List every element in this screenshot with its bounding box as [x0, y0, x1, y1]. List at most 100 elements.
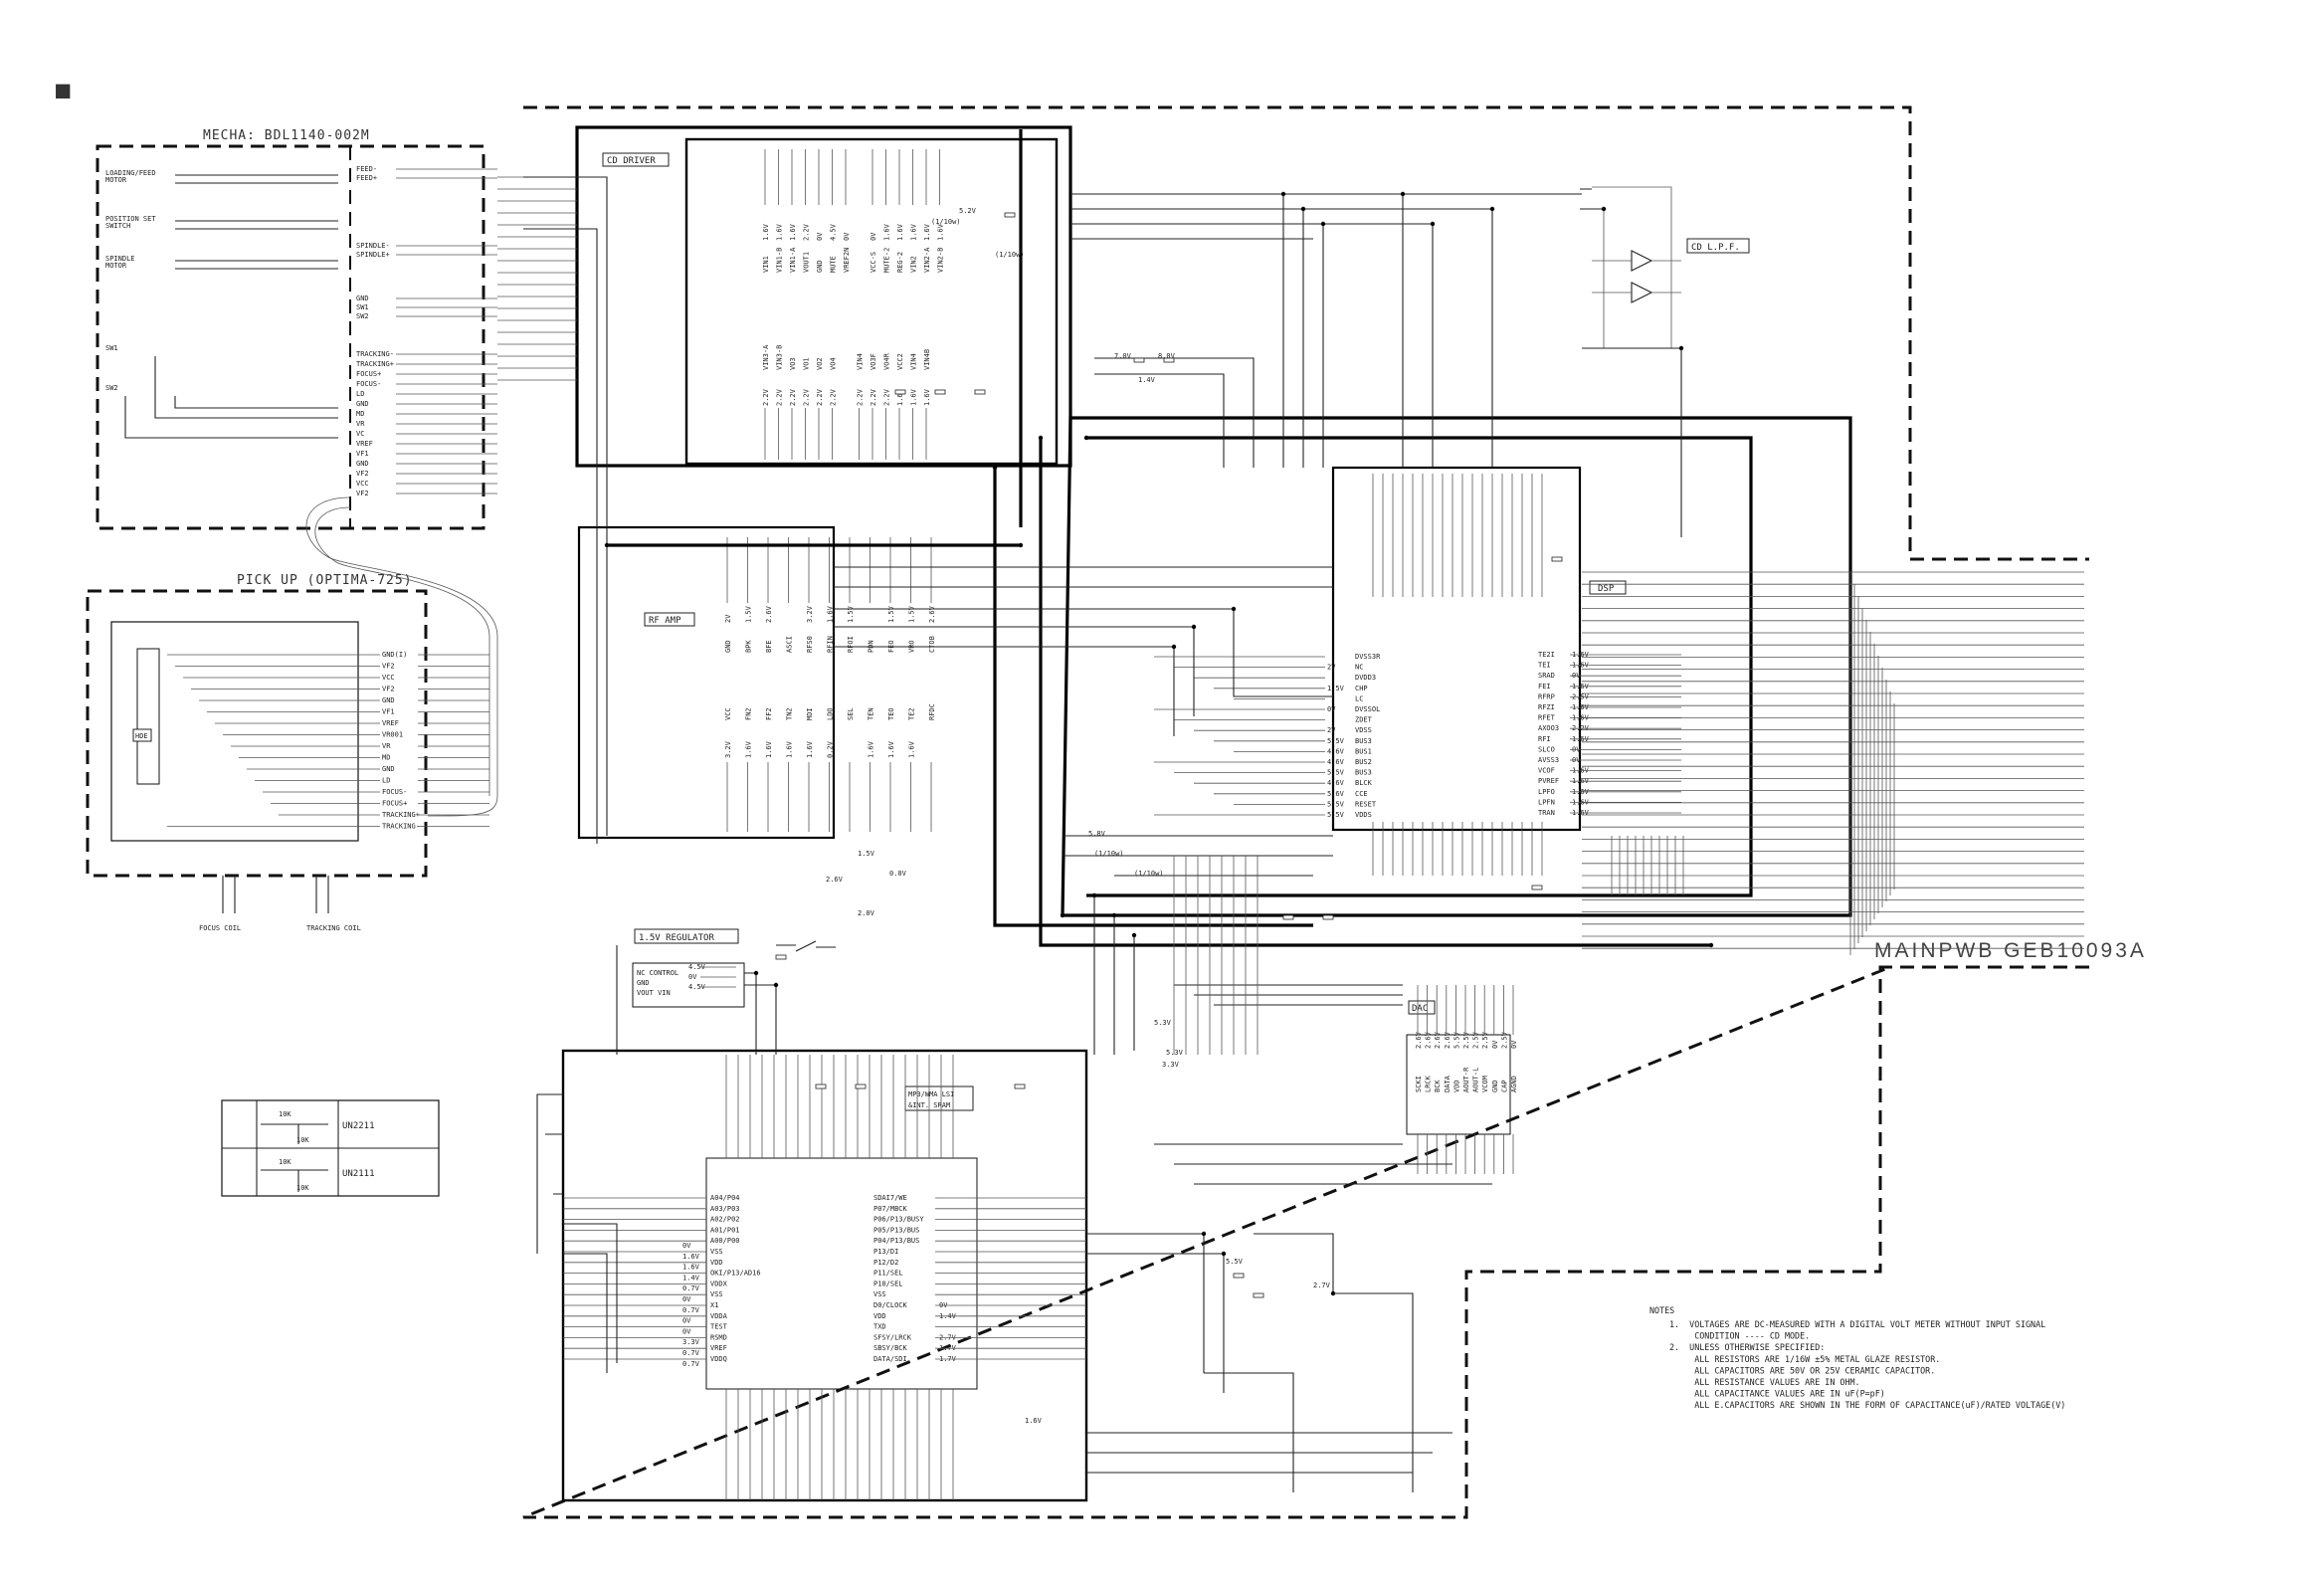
mecha-title: MECHA: BDL1140-002M	[203, 128, 370, 143]
dsp-l-v-5: 0V	[1327, 705, 1336, 713]
mp3-l-v-7: 0V	[682, 1317, 691, 1325]
cd-top-pin-8: VCC-S	[870, 252, 877, 273]
mp3-r-pin-4: P04/P13/BUS	[873, 1237, 919, 1245]
mecha-label-2: SPINDLE	[105, 255, 135, 263]
cd-bot-v-0: 2.2V	[762, 388, 770, 406]
pickup-pin-3: VF2	[382, 686, 395, 693]
notes-line-7: ALL E.CAPACITORS ARE SHOWN IN THE FORM O…	[1669, 1400, 2065, 1410]
component-8	[1551, 556, 1563, 562]
mp3-l-v-4: 0.7V	[682, 1284, 700, 1292]
mp3-l-pin-11: VDDA	[710, 1312, 728, 1320]
junction-dot	[1201, 1231, 1207, 1237]
reg-l-1: GND	[637, 979, 650, 987]
dsp-l-pin-11: BUS3	[1355, 769, 1372, 777]
pickup-pin-15: TRACKING-	[382, 823, 420, 831]
dac-label-box	[1408, 1000, 1436, 1015]
dsp-l-v-1: 2V	[1327, 664, 1336, 672]
dsp-l-pin-1: NC	[1355, 664, 1363, 672]
cd-bot-v-4: 2.2V	[816, 388, 824, 406]
cd-driver-pins: VIN11.6VVIN1-B1.6VVIN1-A1.6VVOUT12.2VGND…	[762, 149, 945, 460]
cd-top-v-2: 1.6V	[789, 223, 797, 241]
tr1-r1: 10K	[279, 1110, 291, 1118]
cd-top-v-0: 1.6V	[762, 223, 770, 241]
dsp-l-v-7: 2V	[1327, 726, 1336, 734]
dsp-l-pin-12: BLCK	[1355, 779, 1373, 787]
cd-top-pin-6: VREF2N	[843, 248, 851, 273]
dsp-l-v-11: 5.5V	[1327, 769, 1345, 777]
cd-bot-v-8: 2.2V	[870, 388, 877, 406]
dsp-l-pin-13: CCE	[1355, 790, 1368, 798]
mp3-l-pin-13: RSMD	[710, 1333, 727, 1341]
junction-dot	[1330, 1290, 1336, 1296]
cd-top-v-13: 1.6V	[937, 223, 945, 241]
focus-coil-label: FOCUS COIL	[199, 924, 241, 932]
transistor-table: 10K 10K UN2211 10K 10K UN2111	[221, 1099, 440, 1197]
dac-v-8: 0V	[1491, 1040, 1499, 1049]
misc-v-7: (1/10w)	[1094, 850, 1124, 858]
rf-top-pin-0: GND	[724, 640, 732, 653]
dsp-l-v-9: 4.6V	[1327, 747, 1345, 755]
pickup-pin-9: MD	[382, 754, 390, 762]
tr1-part: UN2211	[342, 1121, 375, 1131]
dsp-l-pin-10: BUS2	[1355, 758, 1372, 766]
cd-bot-v-10: 1.6V	[896, 388, 904, 406]
misc-v-0: 5.2V	[959, 207, 977, 215]
junction-dot	[1280, 191, 1286, 197]
rf-top-v-5: 1.6V	[827, 605, 835, 623]
cd-bot-v-1: 2.2V	[776, 388, 784, 406]
junction-dot	[1091, 892, 1097, 898]
junction-dot	[992, 465, 998, 471]
misc-v-1: (1/10w)	[931, 218, 961, 226]
dsp-l-pin-2: DVDD3	[1355, 674, 1376, 682]
mecha-label-2-b: MOTOR	[105, 262, 127, 270]
cd-bot-pin-3: VO1	[803, 357, 811, 370]
rf-top-v-8: 1.5V	[887, 605, 895, 623]
dsp-r-pin-12: PVREF	[1538, 777, 1559, 785]
cd-bot-pin-7: VIN4	[857, 353, 865, 370]
dac-pin-7: VCOM	[1481, 1076, 1489, 1092]
mecha-pin-16: VREF	[356, 440, 373, 448]
dac-pin-4: VDD	[1452, 1080, 1460, 1092]
mp3-l-v-10: 0.7V	[682, 1349, 700, 1357]
mecha-pin-4: GND	[356, 295, 369, 302]
mecha-label-3: SW1	[105, 344, 118, 352]
cd-bot-v-5: 2.2V	[830, 388, 838, 406]
component-13	[815, 1084, 827, 1089]
cd-bot-pin-0: VIN3-A	[762, 344, 770, 370]
pickup-pin-8: VR	[382, 742, 391, 750]
tracking-coil-label: TRACKING COIL	[306, 924, 361, 932]
junction-dot	[1083, 435, 1089, 441]
dsp-l-pin-14: RESET	[1355, 800, 1377, 808]
cd-bot-pin-11: VIN4	[910, 353, 918, 370]
dsp-l-pin-8: BUS3	[1355, 737, 1372, 745]
mecha-connector-pins: FEED-FEED+SPINDLE-SPINDLE+GNDSW1SW2TRACK…	[356, 165, 497, 497]
misc-v-12: 5.5V	[1226, 1258, 1244, 1266]
mp3-l-pin-15: VDDQ	[710, 1355, 727, 1363]
pickup-pin-11: LD	[382, 777, 390, 785]
mp3-l-v-8: 0V	[682, 1327, 691, 1335]
pickup-pin-14: TRACKING+	[382, 811, 420, 819]
dac-pin-0: SCKI	[1415, 1076, 1423, 1092]
rf-bot-v-2: 1.6V	[765, 740, 773, 758]
mp3-r-pin-0: SDAI7/WE	[873, 1194, 907, 1202]
misc-v-9: 5.3V	[1154, 1019, 1172, 1027]
rf-top-pin-4: RFS0	[806, 636, 814, 653]
dac-v-3: 2.6V	[1444, 1031, 1452, 1049]
pickup-pin-10: GND	[382, 765, 395, 773]
mp3-label-1: MP3/WMA LSI	[908, 1090, 954, 1098]
mp3-r-pin-3: P05/P13/BUS	[873, 1226, 919, 1234]
dac-v-10: 0V	[1510, 1040, 1518, 1049]
dsp-r-pin-6: RFET	[1538, 714, 1556, 722]
output-bus	[1582, 571, 2084, 955]
dsp-label: DSP	[1598, 584, 1615, 594]
junction-dot	[1191, 624, 1197, 630]
junction-dot	[1111, 912, 1117, 918]
rf-top-v-6: 1.5V	[847, 605, 855, 623]
component-10	[775, 954, 787, 960]
notes-line-1: CONDITION ---- CD MODE.	[1669, 1331, 1810, 1341]
pickup-pin-6: VREF	[382, 719, 399, 727]
dsp-r-pin-13: LPFO	[1538, 788, 1555, 796]
misc-v-17: 1.5V	[858, 850, 875, 858]
